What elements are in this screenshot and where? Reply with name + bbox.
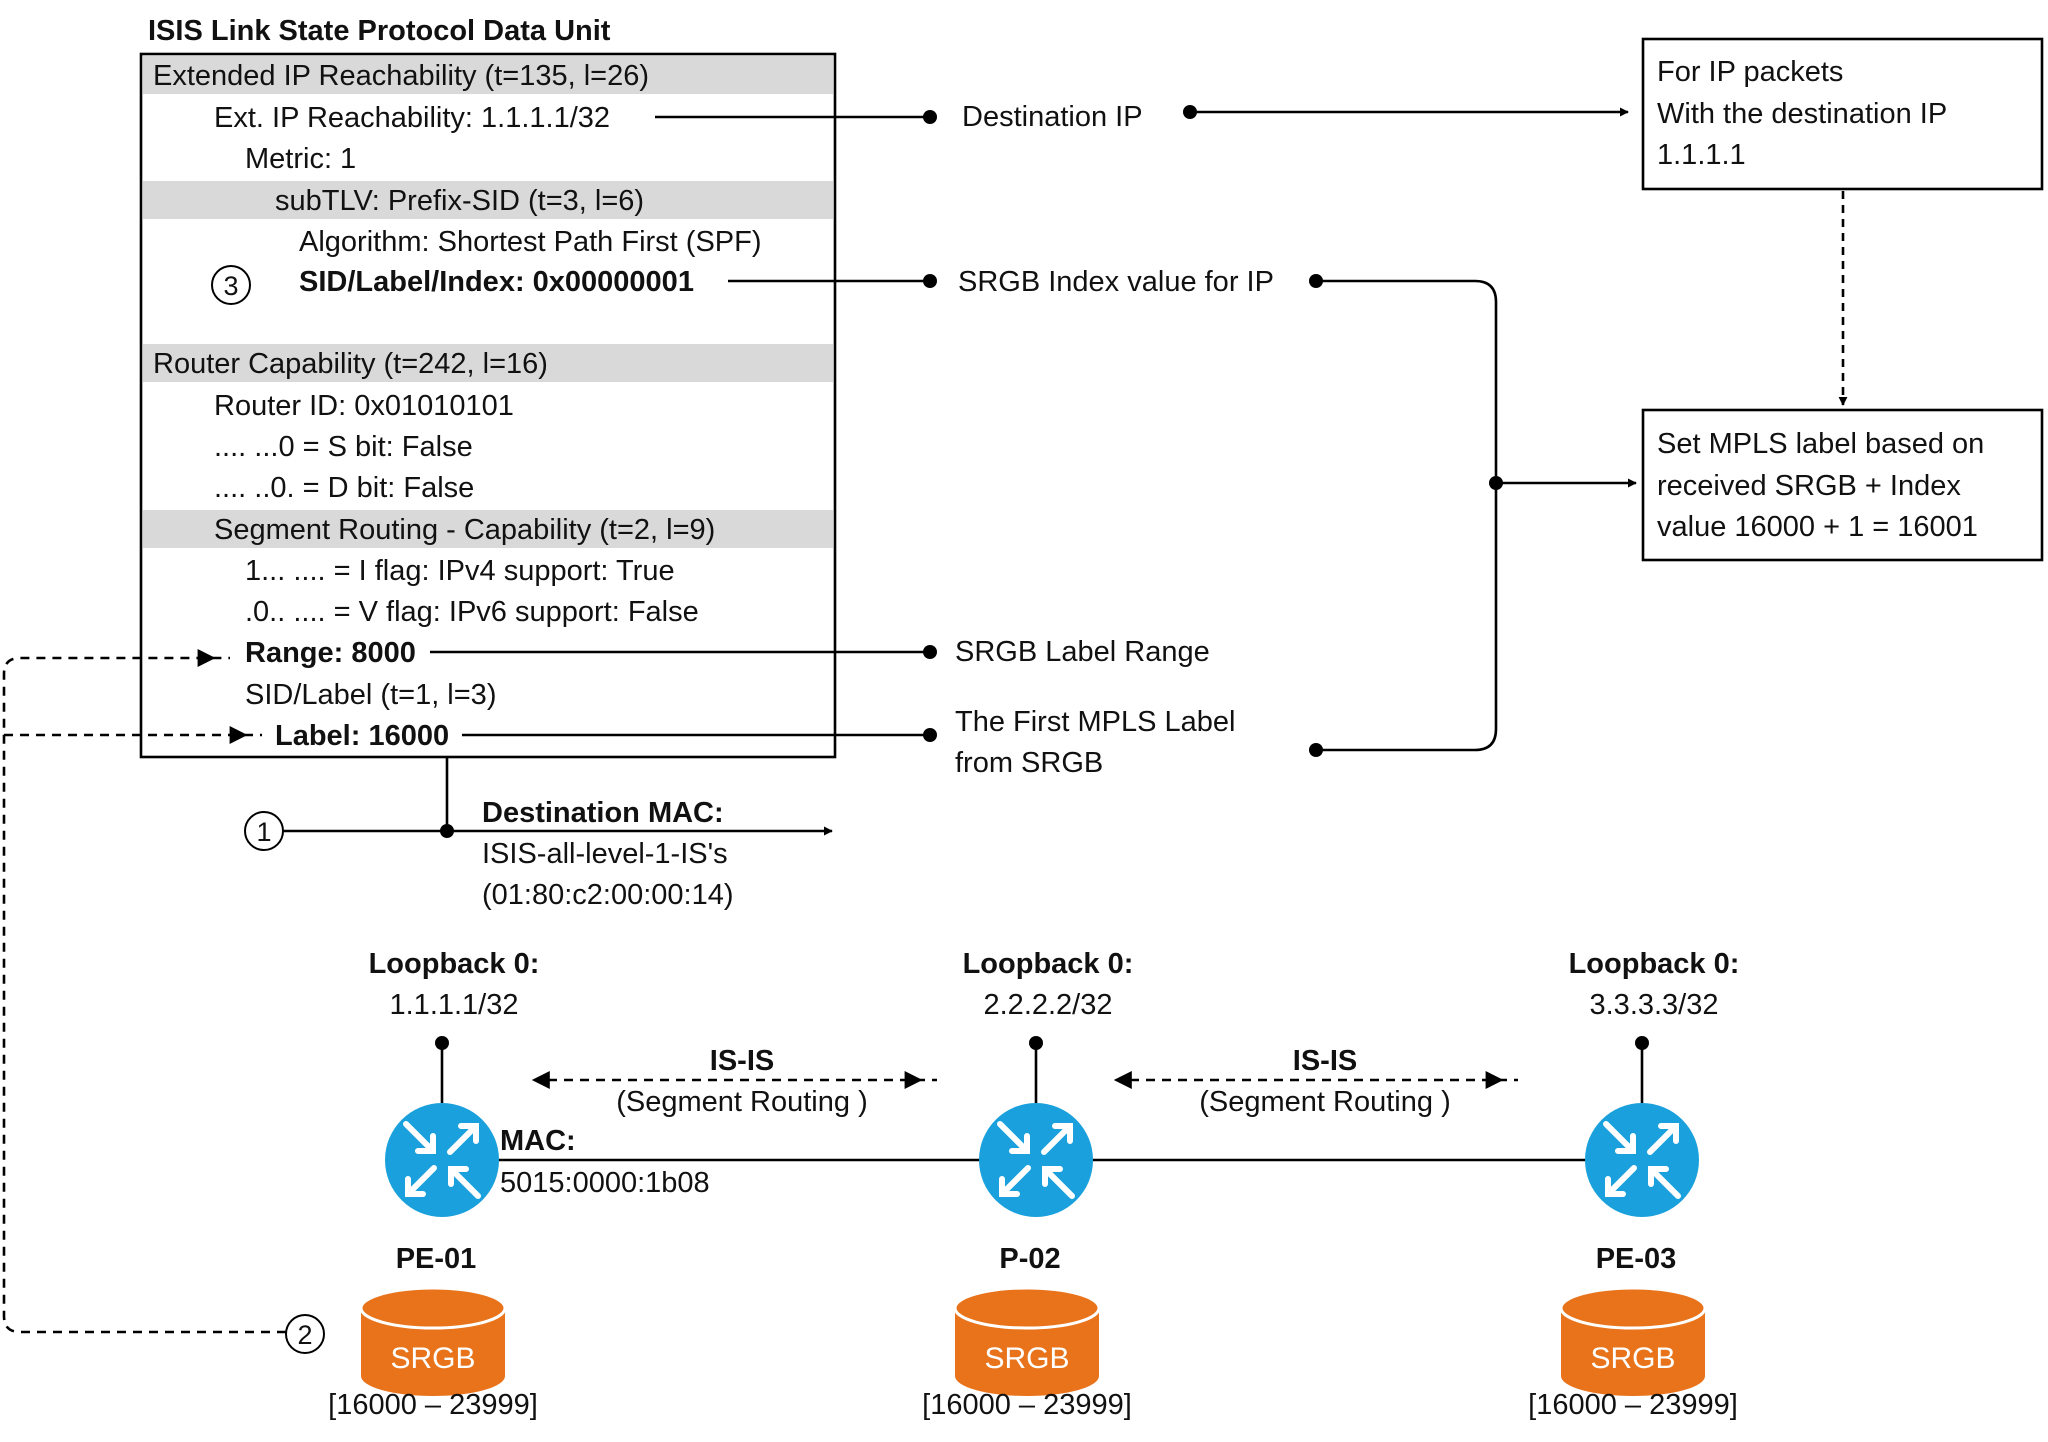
router-name: PE-01	[396, 1243, 477, 1275]
isis-title-2: IS-IS	[1293, 1045, 1357, 1077]
mpls-box	[1641, 408, 2044, 562]
pdu-header-band	[143, 181, 833, 219]
isis-title-1: IS-IS	[710, 1045, 774, 1077]
pdu-title: ISIS Link State Protocol Data Unit	[148, 15, 611, 47]
pdu-header-band	[143, 56, 833, 94]
ip-box-line-1: For IP packets	[1657, 56, 1843, 88]
marker-1	[244, 811, 284, 851]
pdu-line: 1... .... = I flag: IPv4 support: True	[245, 555, 675, 587]
label-srgb-range: SRGB Label Range	[955, 636, 1210, 668]
srgb-range: [16000 – 23999]	[1528, 1389, 1738, 1421]
dot	[440, 824, 454, 838]
mpls-box-line-3: value 16000 + 1 = 16001	[1657, 511, 1978, 543]
dot	[923, 274, 937, 288]
dot	[923, 728, 937, 742]
pdu-line: .0.. .... = V flag: IPv6 support: False	[245, 596, 699, 628]
mac-title: MAC:	[500, 1125, 576, 1157]
pdu-line: SID/Label/Index: 0x00000001	[299, 266, 694, 298]
loopback-title: Loopback 0:	[369, 948, 540, 980]
mpls-box-line-1: Set MPLS label based on	[1657, 428, 1984, 460]
pdu-header-line: Router Capability (t=242, l=16)	[153, 348, 548, 380]
pdu-line: Router ID: 0x01010101	[214, 390, 514, 422]
pdu-header-line: Segment Routing - Capability (t=2, l=9)	[214, 514, 715, 546]
router-name: PE-03	[1596, 1243, 1677, 1275]
pdu-header-line: subTLV: Prefix-SID (t=3, l=6)	[275, 185, 644, 217]
isis-sub-2: (Segment Routing )	[1199, 1086, 1450, 1118]
pdu-connectors	[430, 115, 930, 737]
label-destination-ip: Destination IP	[962, 101, 1143, 133]
loopback-address: 2.2.2.2/32	[984, 989, 1113, 1021]
marker-2	[285, 1314, 325, 1354]
loopback-dot	[1635, 1036, 1649, 1050]
dest-mac-line-2: (01:80:c2:00:00:14)	[482, 879, 734, 911]
router-icon	[1585, 1103, 1699, 1217]
dot	[923, 110, 937, 124]
pdu-line: .... ..0. = D bit: False	[214, 472, 474, 504]
srgb-label: SRGB	[984, 1342, 1069, 1375]
dest-mac-title: Destination MAC:	[482, 797, 724, 829]
router-icon	[385, 1103, 499, 1217]
marker-2-label: 2	[297, 1320, 312, 1350]
loopback-title: Loopback 0:	[1569, 948, 1740, 980]
pdu-header-band	[143, 344, 833, 382]
loopback-title: Loopback 0:	[963, 948, 1134, 980]
pdu-line: Algorithm: Shortest Path First (SPF)	[299, 226, 762, 258]
ip-box-line-3: 1.1.1.1	[1657, 139, 1746, 171]
marker-3	[211, 265, 251, 305]
pdu-line: Ext. IP Reachability: 1.1.1.1/32	[214, 102, 610, 134]
dest-mac-line-1: ISIS-all-level-1-IS's	[482, 838, 728, 870]
srgb-range: [16000 – 23999]	[328, 1389, 538, 1421]
mpls-box-line-2: received SRGB + Index	[1657, 470, 1961, 502]
isis-sub-1: (Segment Routing )	[616, 1086, 867, 1118]
pdu-line: .... ...0 = S bit: False	[214, 431, 473, 463]
loopback-dot	[435, 1036, 449, 1050]
pdu-line: SID/Label (t=1, l=3)	[245, 679, 496, 711]
pdu-box: Extended IP Reachability (t=135, l=26) Ex…	[139, 52, 837, 759]
ip-packets-box	[1641, 37, 2044, 191]
mac-value: 5015:0000:1b08	[500, 1167, 710, 1199]
dashed-path-range	[2, 649, 286, 1334]
label-first-label-2: from SRGB	[955, 747, 1103, 779]
srgb-range: [16000 – 23999]	[922, 1389, 1132, 1421]
router-name: P-02	[999, 1243, 1060, 1275]
marker-3-label: 3	[223, 271, 238, 301]
router-icon	[979, 1103, 1093, 1217]
dot	[923, 645, 937, 659]
pdu-border	[139, 52, 837, 759]
ip-box-line-2: With the destination IP	[1657, 98, 1947, 130]
merge-bracket	[1316, 279, 1498, 752]
pdu-line: Metric: 1	[245, 143, 356, 175]
label-srgb-index: SRGB Index value for IP	[958, 266, 1274, 298]
srgb-label: SRGB	[390, 1342, 475, 1375]
pdu-header-band	[143, 510, 833, 548]
pdu-line: Range: 8000	[245, 637, 416, 669]
pdu-line: Label: 16000	[275, 720, 449, 752]
loopback-dot	[1029, 1036, 1043, 1050]
loopback-address: 1.1.1.1/32	[390, 989, 519, 1021]
srgb-label: SRGB	[1590, 1342, 1675, 1375]
loopback-address: 3.3.3.3/32	[1590, 989, 1719, 1021]
pdu-header-line: Extended IP Reachability (t=135, l=26)	[153, 60, 649, 92]
marker-1-label: 1	[256, 817, 271, 847]
label-first-label-1: The First MPLS Label	[955, 706, 1235, 738]
